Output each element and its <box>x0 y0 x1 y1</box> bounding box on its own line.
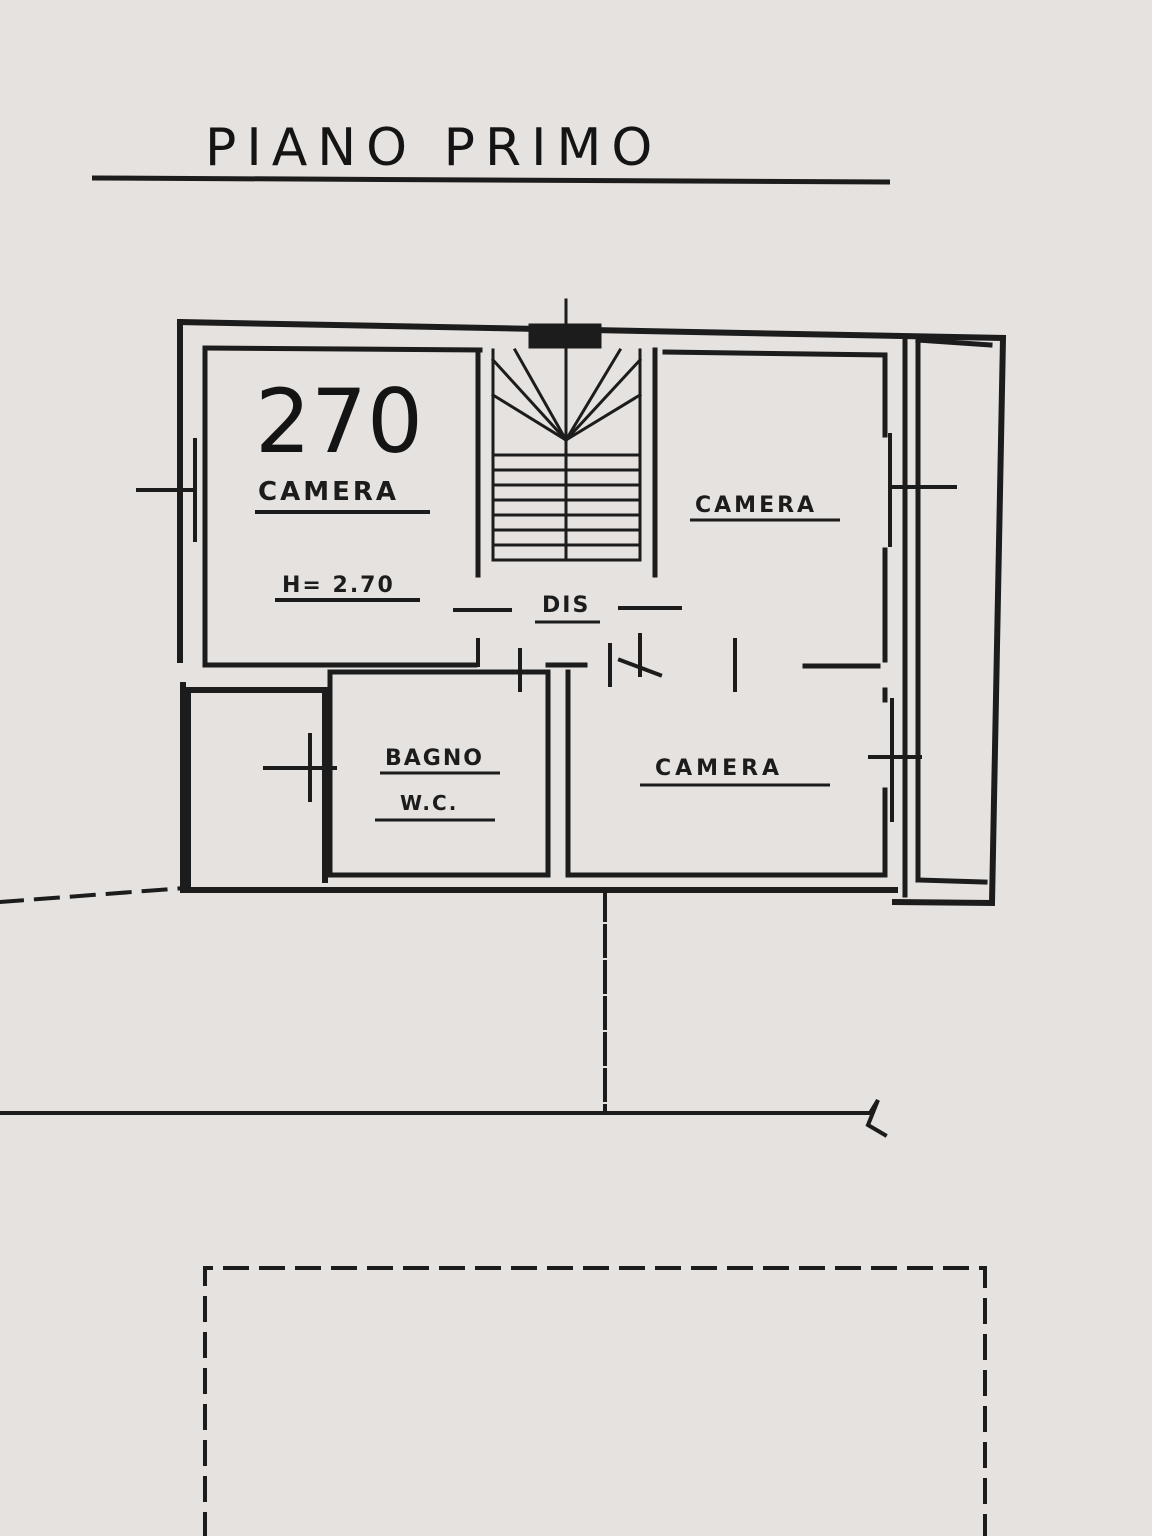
lower-dashed-plot-box <box>203 1266 987 1536</box>
openings <box>136 433 957 822</box>
staircase <box>490 298 643 562</box>
page-title: PIANO PRIMO <box>205 118 662 178</box>
floor-plan <box>0 298 1007 1536</box>
inner-walls <box>202 337 993 898</box>
height-label: H= 2.70 <box>282 573 395 598</box>
room-label-camera-top-left: CAMERA <box>258 477 399 507</box>
room-label-bagno: BAGNO <box>385 746 484 771</box>
room-label-camera-top-right: CAMERA <box>695 493 817 518</box>
room-label-dis: DIS <box>542 593 590 618</box>
title-underline <box>91 175 891 185</box>
room-label-wc: W.C. <box>400 791 458 815</box>
ground-line <box>0 1098 888 1138</box>
height-annotation: 270 <box>255 370 423 473</box>
room-label-camera-bottom-right: CAMERA <box>655 756 783 781</box>
